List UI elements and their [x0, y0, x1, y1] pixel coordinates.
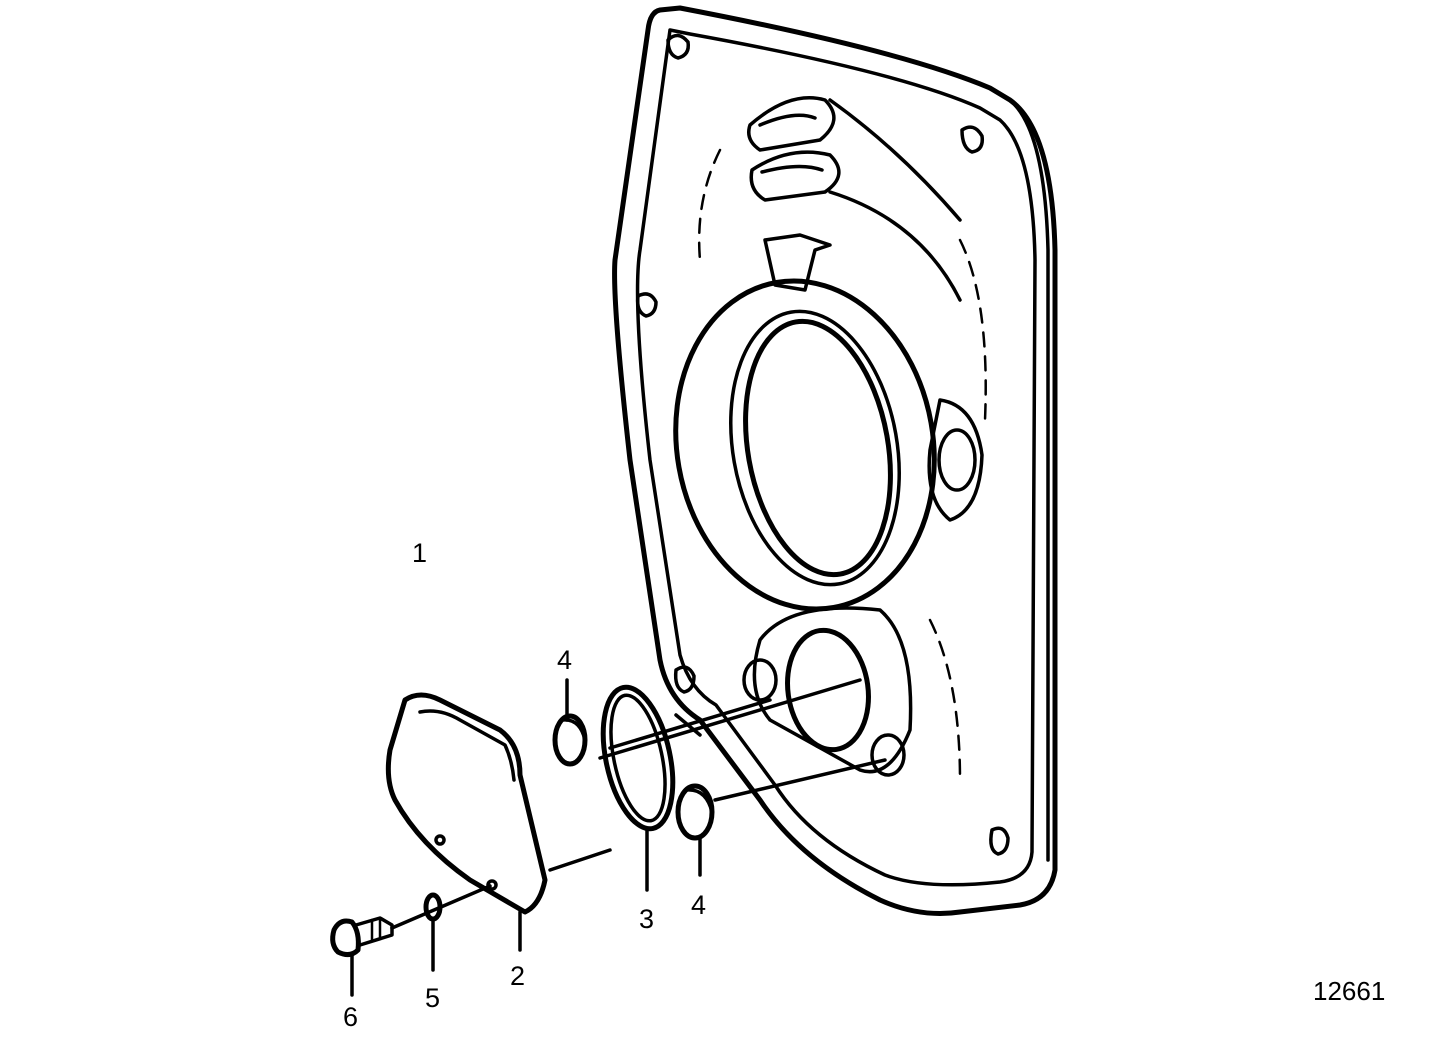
boss-left-mid — [635, 292, 658, 318]
seal-housing-outer — [673, 278, 937, 612]
leader-lines — [350, 678, 702, 997]
o-ring — [600, 684, 676, 832]
plate-ridge-right — [958, 238, 987, 422]
boss-top-left — [666, 33, 691, 60]
part-label-1: 1 — [412, 538, 428, 568]
reference-number: 12661 — [1313, 976, 1386, 1006]
lower-flange — [752, 606, 913, 774]
right-flange-hole — [937, 428, 977, 492]
top-lug-lower-inner — [760, 164, 824, 174]
top-lug-upper-inner — [758, 113, 817, 127]
part-label-2: 2 — [510, 961, 526, 991]
part-label-3: 3 — [639, 904, 655, 934]
lower-opening — [785, 627, 871, 753]
plug-right — [675, 783, 715, 841]
boss-bottom-left — [673, 665, 696, 694]
boss-bottom-right — [989, 826, 1010, 856]
bolt-shank — [354, 916, 394, 947]
timing-cover-plate — [612, 5, 1058, 916]
plate-ridge-left — [697, 148, 722, 262]
plug-left — [552, 713, 588, 767]
bolt — [330, 916, 394, 958]
part-label-4-right: 4 — [691, 890, 707, 920]
top-web-2 — [828, 190, 962, 302]
lower-bolt-hole-left — [742, 658, 778, 702]
part-label-4-left: 4 — [557, 645, 573, 675]
bolt-thread — [370, 916, 382, 942]
o-ring-inner — [609, 693, 667, 823]
cover-plate-outline — [385, 692, 548, 915]
seal-housing-mid — [729, 309, 901, 587]
plate-outer-edge — [612, 5, 1058, 916]
cover-plate-rim — [418, 709, 516, 782]
assembly-lines — [390, 678, 887, 930]
top-lug-lower — [749, 150, 841, 202]
plate-inner-rim — [635, 28, 1037, 887]
top-web — [828, 98, 962, 222]
boss-top-right — [960, 125, 985, 154]
cover-plate-hole-1 — [434, 834, 446, 846]
part-label-6: 6 — [343, 1002, 359, 1032]
plate-side-edge — [1008, 98, 1050, 862]
right-flange — [927, 398, 984, 522]
plate-ridge-lower — [928, 618, 962, 782]
cover-plate — [385, 692, 548, 915]
o-ring-outer — [600, 684, 676, 832]
seal-housing-inner — [743, 318, 893, 578]
bolt-head — [330, 918, 361, 958]
lower-bolt-hole-right — [870, 733, 906, 777]
top-lug-upper — [747, 96, 836, 152]
part-label-5: 5 — [425, 983, 441, 1013]
